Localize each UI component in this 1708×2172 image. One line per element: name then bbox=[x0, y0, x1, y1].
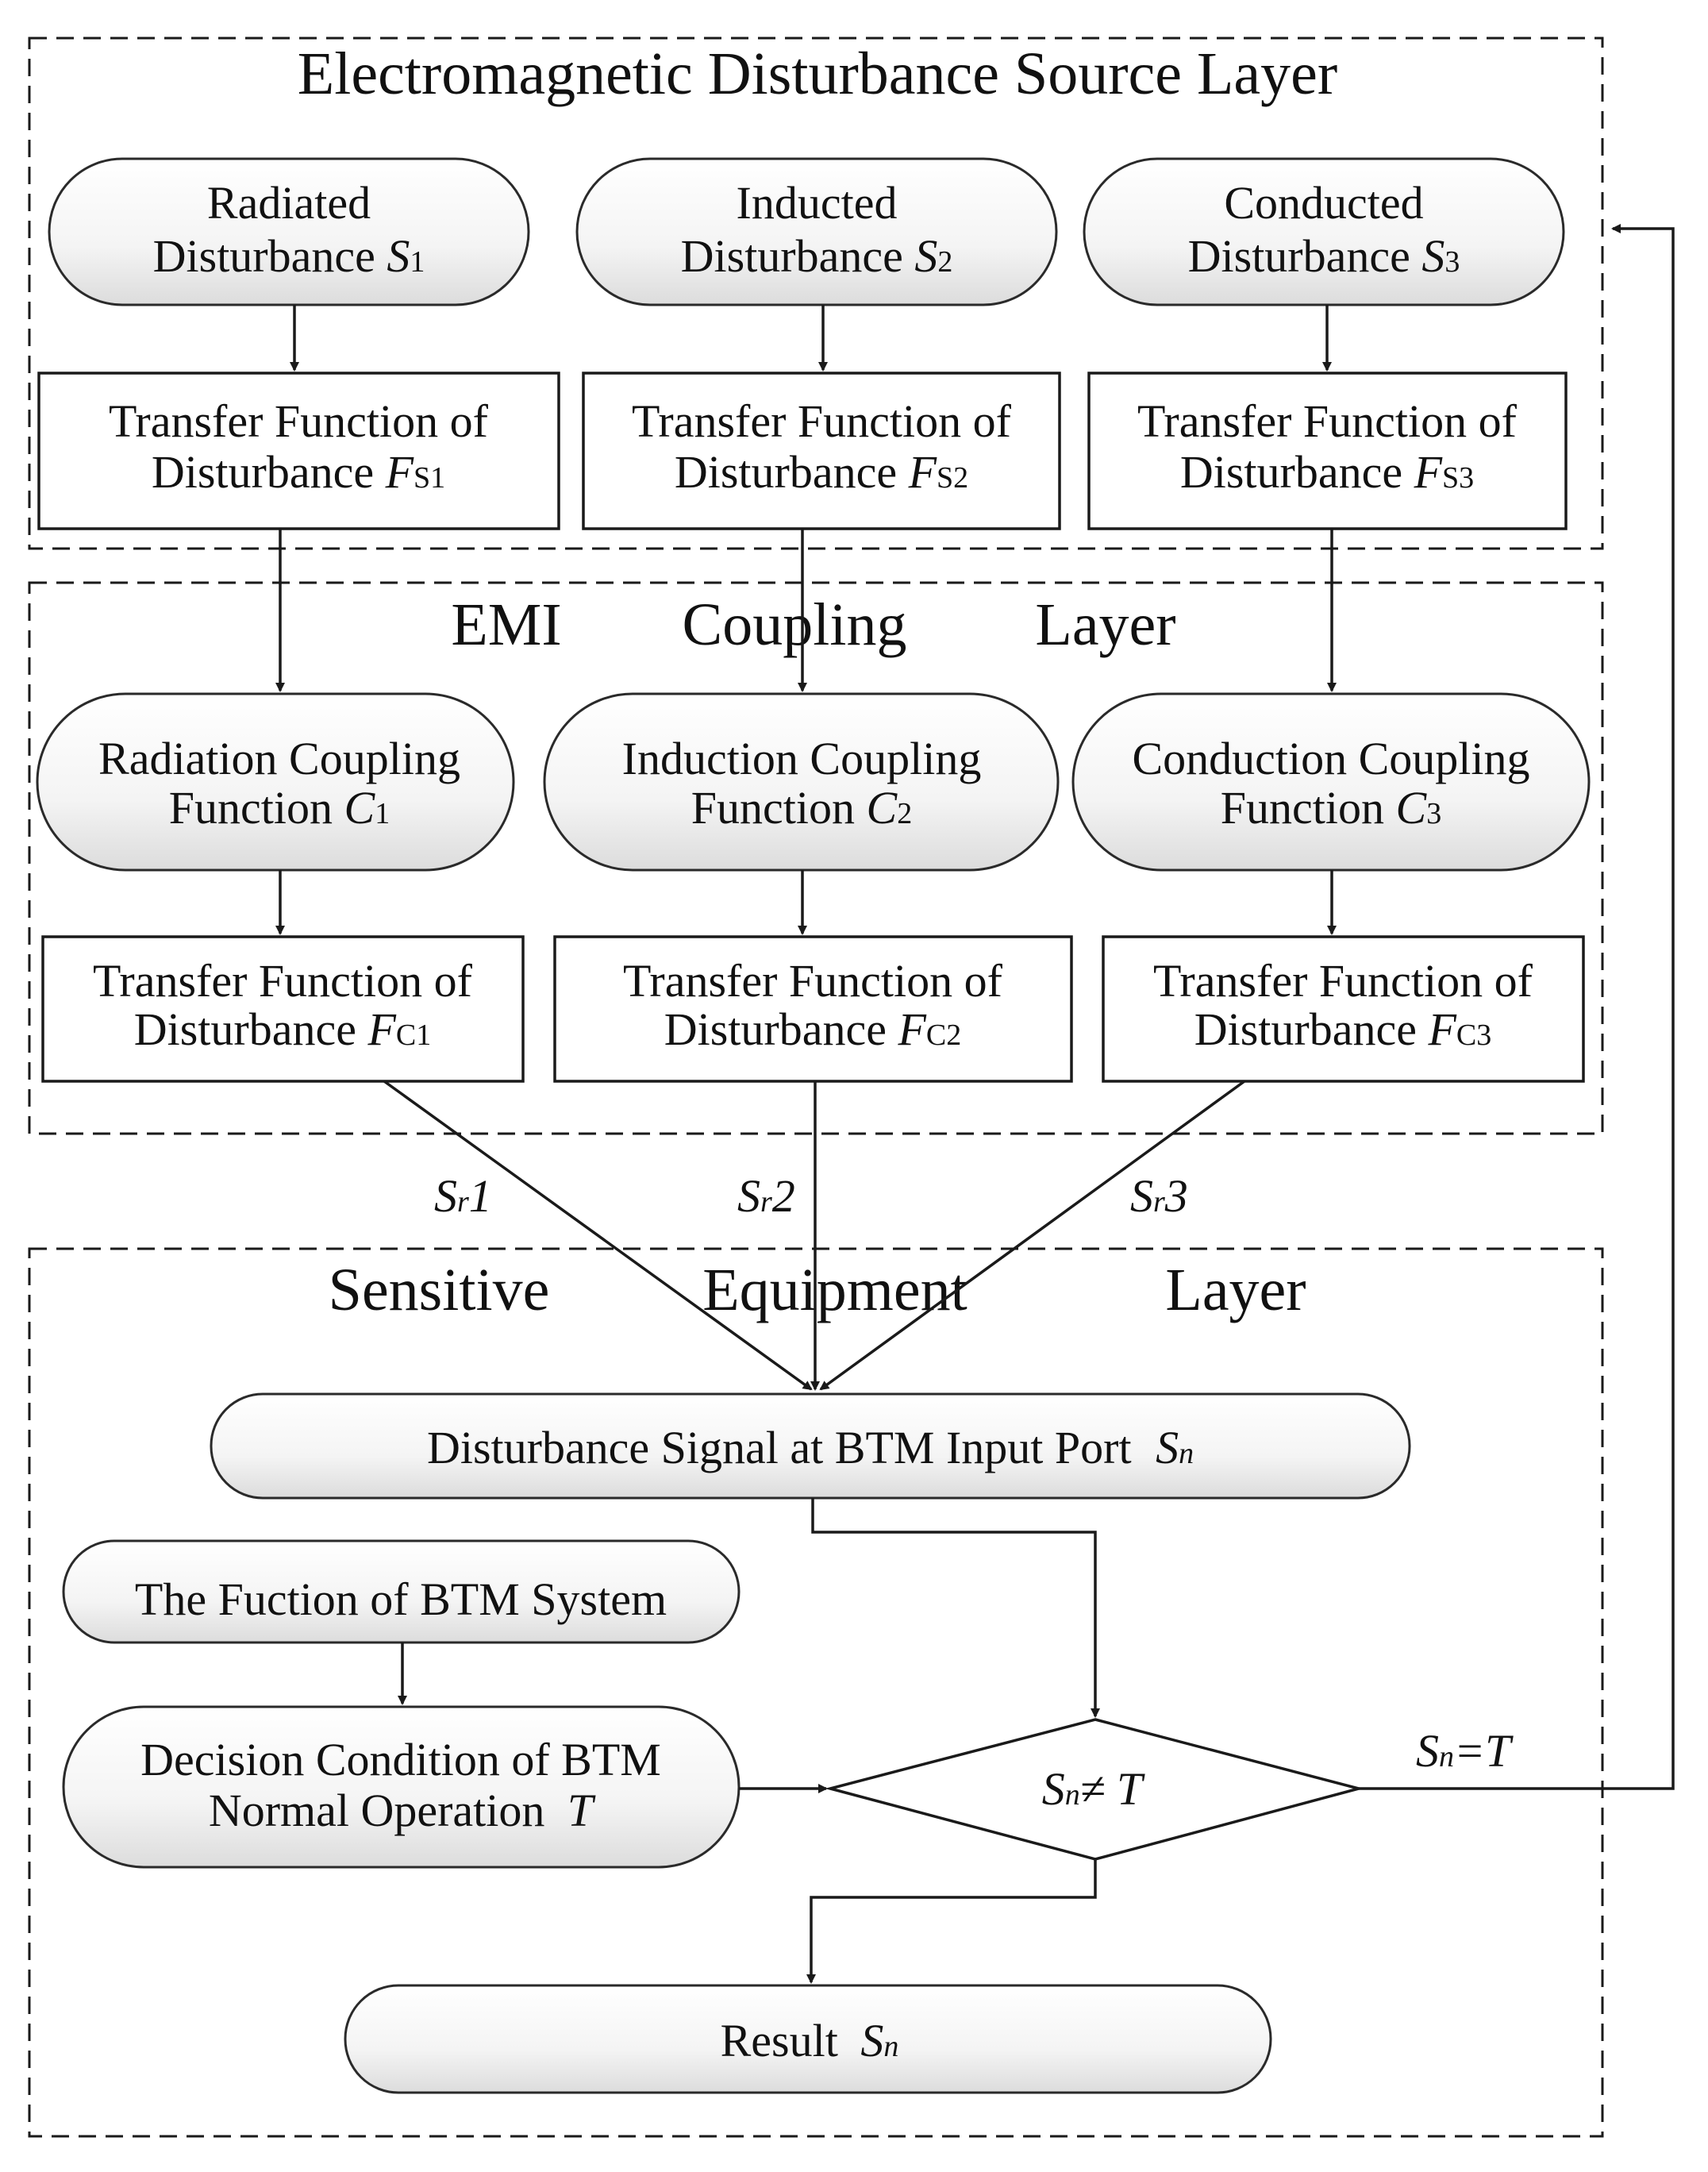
decision-condition-node: Decision Condition of BTM Normal Operati… bbox=[62, 1705, 741, 1869]
coupling-layer-title-layer: Layer bbox=[1035, 591, 1175, 658]
svg-text:Result Sn: Result Sn bbox=[721, 2015, 899, 2066]
svg-text:Normal Operation T: Normal Operation T bbox=[209, 1785, 596, 1836]
svg-text:Conducted: Conducted bbox=[1224, 177, 1423, 229]
input-port-node: Disturbance Signal at BTM Input Port Sn bbox=[210, 1392, 1411, 1500]
feedback-loop-line bbox=[1359, 224, 1675, 1790]
svg-text:Function C2: Function C2 bbox=[691, 782, 912, 834]
source-transfer-fs1: Transfer Function of Disturbance FS1 bbox=[37, 372, 560, 530]
result-node: Result Sn bbox=[344, 1984, 1272, 2094]
source-layer-box bbox=[28, 37, 1604, 550]
signal-label-sr1: Sr1 bbox=[434, 1170, 492, 1222]
coupling-node-conduction: Conduction Coupling Function C3 bbox=[1071, 692, 1591, 872]
btm-function-node: The Fuction of BTM System bbox=[62, 1539, 741, 1644]
svg-text:Disturbance FC3: Disturbance FC3 bbox=[1194, 1003, 1492, 1055]
svg-text:Decision Condition of BTM: Decision Condition of BTM bbox=[140, 1734, 661, 1785]
svg-text:Disturbance S3: Disturbance S3 bbox=[1188, 230, 1460, 282]
svg-text:Function C1: Function C1 bbox=[169, 782, 390, 834]
coupling-layer-box bbox=[28, 581, 1604, 1135]
svg-text:Function C3: Function C3 bbox=[1221, 782, 1441, 834]
signal-line-sr3 bbox=[819, 1080, 1246, 1391]
svg-text:The Fuction of BTM System: The Fuction of BTM System bbox=[135, 1573, 667, 1625]
svg-text:Transfer Function of: Transfer Function of bbox=[623, 955, 1003, 1007]
signal-line-sr1 bbox=[383, 1080, 813, 1391]
coupling-node-radiation: Radiation Coupling Function C1 bbox=[36, 692, 515, 872]
svg-text:Conduction Coupling: Conduction Coupling bbox=[1132, 733, 1529, 784]
svg-text:Disturbance S2: Disturbance S2 bbox=[681, 230, 953, 282]
svg-text:Disturbance FS1: Disturbance FS1 bbox=[152, 446, 445, 498]
equipment-layer-title-sensitive: Sensitive bbox=[329, 1257, 550, 1323]
svg-text:Sn≠ T: Sn≠ T bbox=[1042, 1763, 1145, 1815]
svg-text:Disturbance FC2: Disturbance FC2 bbox=[664, 1003, 962, 1055]
svg-text:Disturbance Signal at BTM Inpu: Disturbance Signal at BTM Input Port Sn bbox=[427, 1422, 1194, 1473]
source-layer-title: Electromagnetic Disturbance Source Layer bbox=[298, 40, 1337, 107]
source-node-inducted: Inducted Disturbance S2 bbox=[575, 157, 1058, 306]
equipment-layer-title-layer: Layer bbox=[1165, 1257, 1306, 1323]
signal-label-sr2: Sr2 bbox=[737, 1170, 795, 1222]
svg-text:Disturbance FS3: Disturbance FS3 bbox=[1180, 446, 1474, 498]
coupling-transfer-fc2: Transfer Function of Disturbance FC2 bbox=[553, 935, 1073, 1083]
signal-label-sr3: Sr3 bbox=[1130, 1170, 1188, 1222]
svg-text:Radiation Coupling: Radiation Coupling bbox=[98, 733, 460, 784]
loop-condition-label: Sn=T bbox=[1416, 1725, 1514, 1777]
svg-text:Disturbance FS2: Disturbance FS2 bbox=[675, 446, 968, 498]
source-node-radiated: Radiated Disturbance S1 bbox=[48, 157, 530, 306]
coupling-transfer-fc3: Transfer Function of Disturbance FC3 bbox=[1102, 935, 1585, 1083]
coupling-node-induction: Induction Coupling Function C2 bbox=[543, 692, 1060, 872]
svg-text:Induction Coupling: Induction Coupling bbox=[622, 733, 982, 784]
svg-text:Inducted: Inducted bbox=[737, 177, 898, 229]
svg-text:Disturbance FC1: Disturbance FC1 bbox=[134, 1003, 432, 1055]
svg-text:Transfer Function of: Transfer Function of bbox=[632, 395, 1012, 447]
arrow-input-to-diamond bbox=[811, 1498, 1100, 1718]
arrow-diamond-to-result bbox=[806, 1859, 1097, 1984]
comparison-diamond: Sn≠ T bbox=[825, 1718, 1364, 1861]
source-node-conducted: Conducted Disturbance S3 bbox=[1083, 157, 1565, 306]
svg-text:Transfer Function of: Transfer Function of bbox=[1153, 955, 1533, 1007]
source-transfer-fs3: Transfer Function of Disturbance FS3 bbox=[1087, 372, 1568, 530]
svg-text:Transfer Function of: Transfer Function of bbox=[109, 395, 489, 447]
svg-text:Radiated: Radiated bbox=[207, 177, 371, 229]
source-transfer-fs2: Transfer Function of Disturbance FS2 bbox=[582, 372, 1061, 530]
svg-text:Disturbance S1: Disturbance S1 bbox=[153, 230, 425, 282]
coupling-layer-title-emi: EMI bbox=[451, 591, 561, 658]
svg-text:Transfer Function of: Transfer Function of bbox=[93, 955, 473, 1007]
coupling-transfer-fc1: Transfer Function of Disturbance FC1 bbox=[41, 935, 525, 1083]
equipment-layer-title-equipment: Equipment bbox=[702, 1257, 967, 1323]
coupling-layer-title-coupling: Coupling bbox=[683, 591, 907, 658]
svg-text:Transfer Function of: Transfer Function of bbox=[1137, 395, 1518, 447]
